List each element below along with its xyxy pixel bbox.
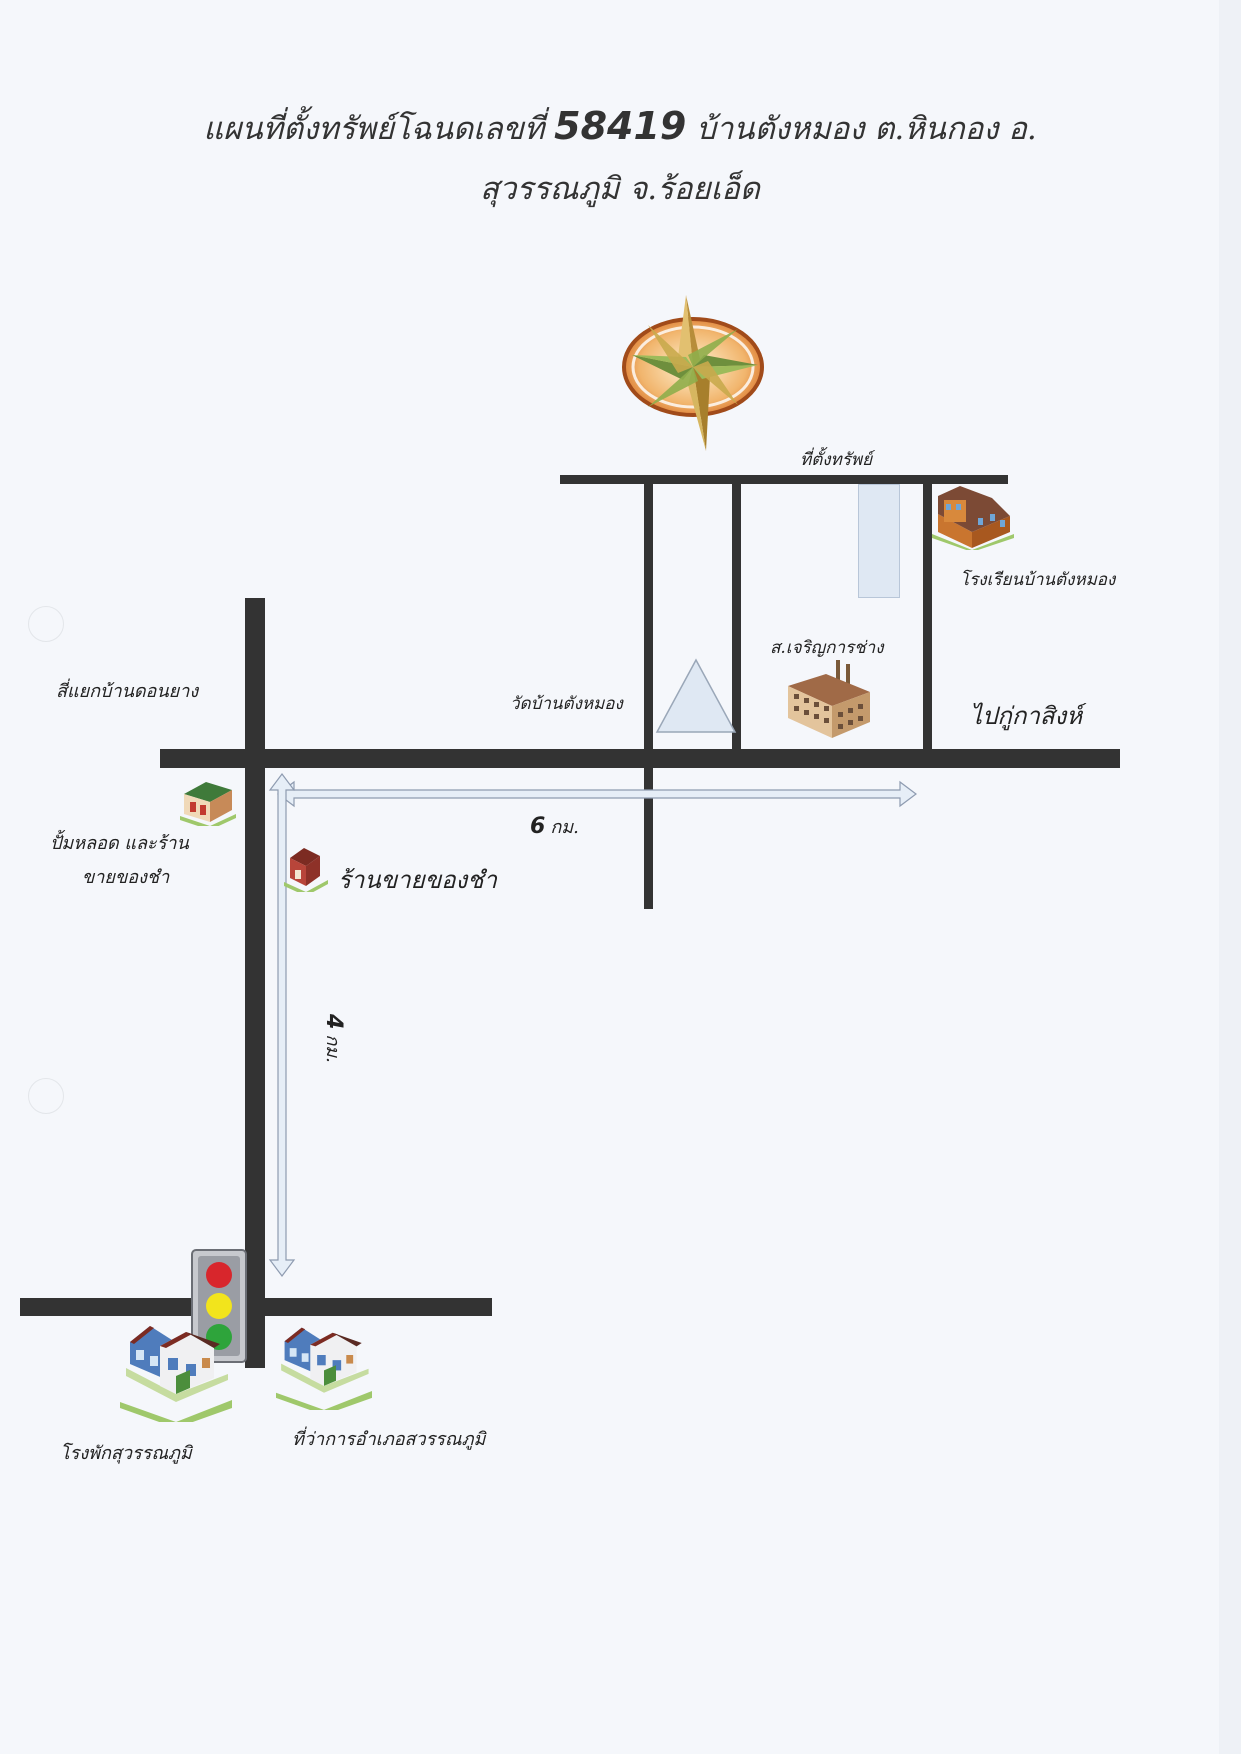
school-label: โรงเรียนบ้านตังหมอง [960, 570, 1116, 590]
road-top [560, 475, 1008, 484]
to-kusing-label: ไปกู่กาสิงห์ [970, 702, 1083, 730]
compass-rose-icon [622, 295, 764, 451]
road-soi-3 [923, 475, 932, 749]
title-line-1: แผนที่ตั้งทรัพย์โฉนดเลขที่ 58419 บ้านตัง… [120, 96, 1120, 159]
distance-value-horizontal: 6 [530, 814, 546, 839]
barn-store-icon [284, 848, 328, 892]
temple-label: วัดบ้านตังหมอง [510, 694, 623, 714]
gas-label-line-2: ขายของชำ [82, 867, 170, 888]
gas-station-icon [180, 782, 236, 826]
title-suffix: บ้านตังหมอง ต.หินกอง อ. [696, 111, 1037, 147]
house-icon [120, 1326, 232, 1422]
factory-icon [788, 660, 870, 738]
hotel-label: โรงพักสุวรรณภูมิ [60, 1443, 192, 1464]
punch-hole-mark [28, 606, 64, 642]
distance-unit-vertical: กม. [322, 1034, 343, 1063]
intersection-label: สี่แยกบ้านดอนยาง [56, 681, 199, 702]
distance-label-vertical: 4 กม. [319, 1014, 348, 1063]
traffic-light-icon [191, 1249, 247, 1363]
charoen-label: ส.เจริญการช่าง [770, 638, 884, 658]
distance-label-horizontal: 6 กม. [530, 812, 579, 841]
road-soi-1 [644, 475, 653, 909]
title-prefix: แผนที่ตั้งทรัพย์โฉนดเลขที่ [203, 111, 545, 147]
gas-label-line-1: ปั้มหลอด และร้าน [50, 833, 189, 854]
bottom-road [20, 1298, 492, 1316]
title-line-2: สุวรรณภูมิ จ.ร้อยเอ็ด [480, 171, 760, 207]
punch-hole-mark [28, 1078, 64, 1114]
deed-number: 58419 [554, 104, 687, 148]
vertical-road [245, 598, 265, 1368]
property-plot [858, 484, 900, 598]
map-title: แผนที่ตั้งทรัพย์โฉนดเลขที่ 58419 บ้านตัง… [120, 96, 1120, 219]
paper-edge [1219, 0, 1241, 1754]
temple-triangle-icon [655, 658, 737, 733]
distance-arrow-horizontal [277, 780, 917, 808]
distance-arrow-vertical [268, 773, 296, 1277]
road-soi-2 [732, 475, 741, 749]
distance-unit-horizontal: กม. [550, 817, 579, 838]
grocery-label: ร้านขายของชำ [338, 866, 498, 894]
property-label: ที่ตั้งทรัพย์ [800, 450, 873, 470]
house-icon [276, 1327, 372, 1410]
school-building-icon [932, 486, 1014, 550]
district-office-label: ที่ว่าการอำเภอสวรรณภูมิ [292, 1429, 486, 1450]
main-road [160, 749, 1120, 768]
distance-value-vertical: 4 [321, 1014, 346, 1030]
